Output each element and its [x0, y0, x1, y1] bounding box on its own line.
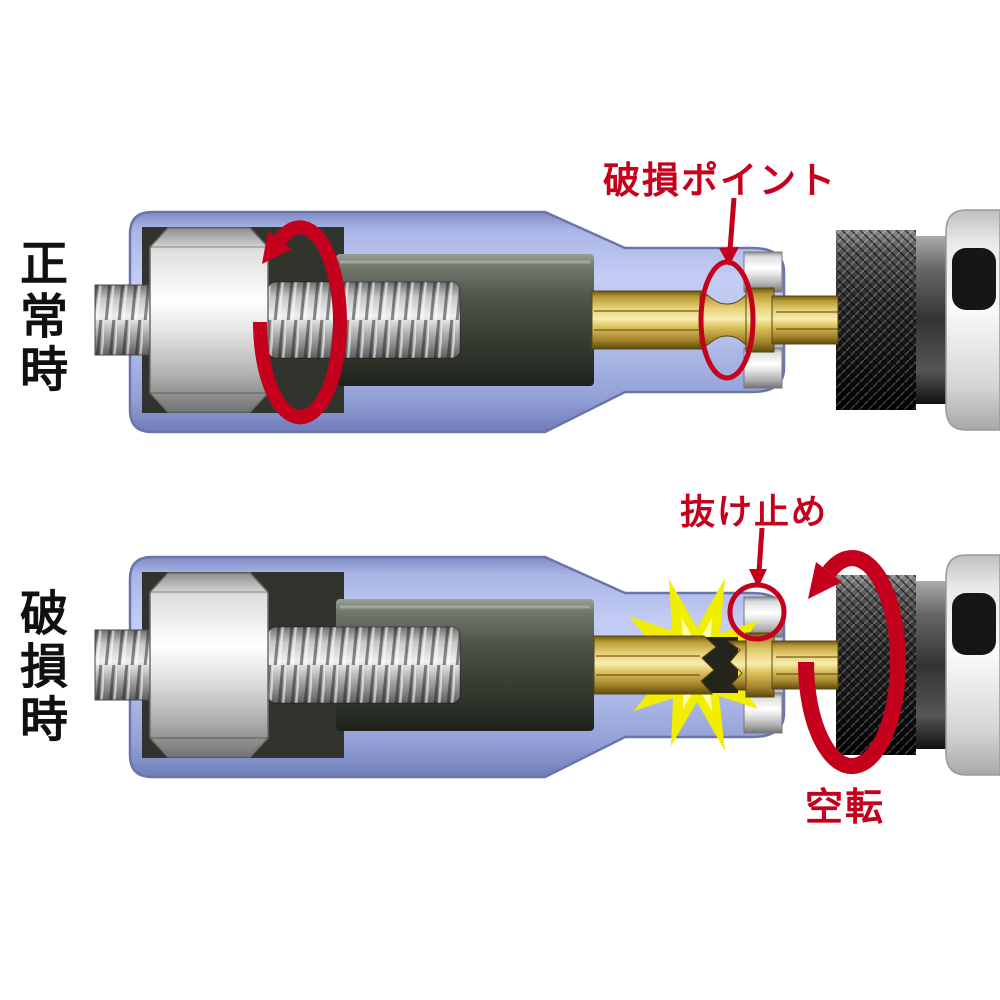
rotation-arrow-arc	[252, 220, 347, 425]
free-spin-arrow	[798, 550, 906, 774]
retainer-pointer-head	[749, 569, 767, 588]
broken-bit-collar	[745, 632, 775, 698]
retainer-pointer	[749, 527, 767, 588]
broken-bit-left-piece	[593, 635, 717, 695]
hex-bit-normal	[591, 287, 839, 353]
rotation-arrow-normal	[252, 220, 347, 425]
hex-bit-facet-lines	[594, 310, 838, 331]
socket-assembly-broken	[93, 553, 1000, 779]
hex-bit-shank	[591, 290, 703, 350]
hex-bit-rear-shank	[771, 295, 839, 345]
broken-bit-left-facets	[596, 655, 700, 676]
free-spin-label: 空転	[804, 787, 885, 829]
socket-assembly-normal	[93, 208, 1000, 434]
break-point-pointer	[719, 197, 739, 266]
break-point-callout-label: 破損ポイント	[603, 160, 837, 201]
broken-state-label: 破損時	[12, 588, 65, 747]
free-spin-arrow-arc	[798, 550, 906, 774]
free-spin-arrowhead	[808, 562, 842, 599]
retainer-callout-label: 抜け止め	[679, 493, 828, 532]
break-point-pointer-head	[719, 247, 739, 266]
rotation-arrowhead	[262, 231, 292, 264]
broken-state-diagram	[93, 527, 1000, 779]
normal-state-label: 正常時	[12, 238, 65, 397]
break-point-pointer-line	[727, 197, 737, 251]
normal-state-diagram	[93, 197, 1000, 434]
retainer-pointer-line	[756, 527, 765, 573]
